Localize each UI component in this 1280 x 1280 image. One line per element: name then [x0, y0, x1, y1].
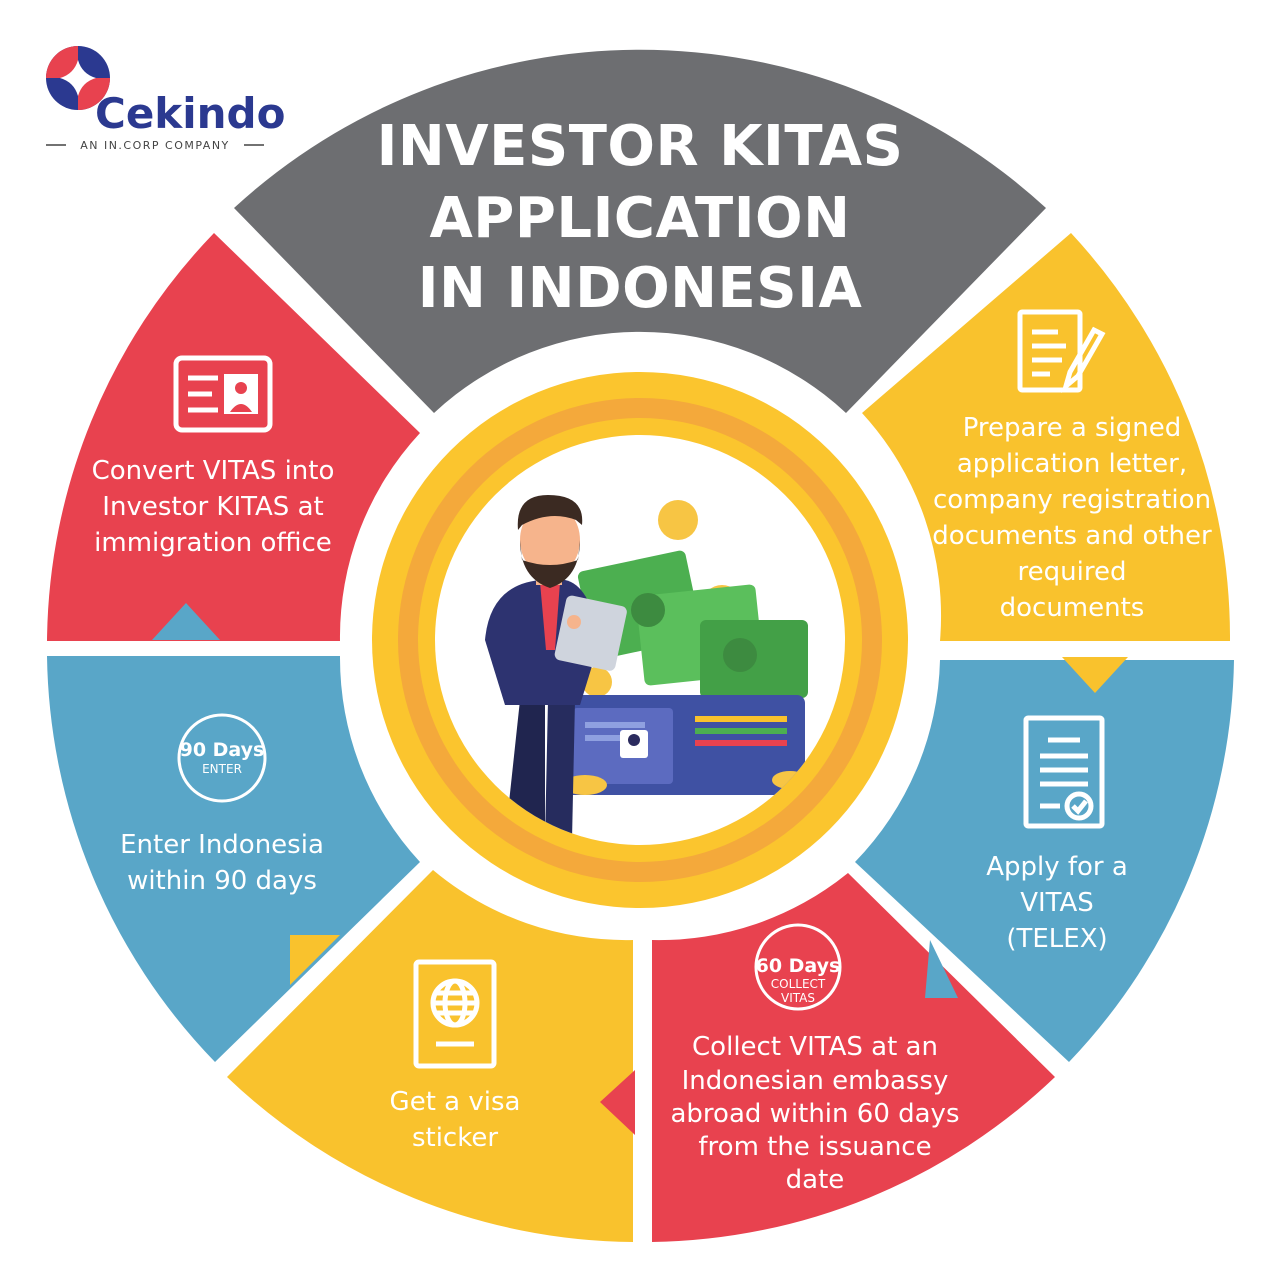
step-1-text: Prepare a signed application letter, com…	[932, 413, 1212, 623]
step-4-sector	[227, 870, 633, 1242]
step-text-line: date	[786, 1165, 845, 1195]
step-5-text: Enter Indonesia within 90 days	[120, 830, 324, 896]
cekindo-logo: Cekindo AN IN.CORP COMPANY	[46, 46, 285, 152]
step-text-line: Get a visa	[390, 1087, 521, 1117]
brand-tagline: AN IN.CORP COMPANY	[80, 139, 230, 152]
step-6-sector	[47, 233, 420, 641]
step-text-line: required	[1018, 557, 1127, 587]
coin-icon	[582, 667, 612, 697]
document-signature-icon	[1017, 309, 1106, 394]
arrow-step2-to-3	[925, 940, 958, 998]
arrow-step5-to-6	[152, 603, 220, 640]
businessman-figure	[485, 495, 627, 840]
step-text-line: VITAS	[1020, 888, 1094, 918]
enter-badge: 90 Days ENTER	[177, 713, 267, 803]
page-title: INVESTOR KITAS APPLICATION IN INDONESIA	[377, 114, 904, 321]
badge-label: VITAS	[781, 991, 815, 1005]
step-1-sector	[862, 233, 1231, 641]
collect-vitas-badge: 60 Days COLLECT VITAS	[754, 923, 842, 1011]
badge-days: 90 Days	[180, 739, 265, 761]
step-text-line: company registration	[933, 485, 1211, 515]
step-text-line: documents	[1000, 593, 1145, 623]
arrow-step3-to-4	[600, 1070, 635, 1135]
title-line-2: APPLICATION	[429, 186, 850, 251]
title-line-3: IN INDONESIA	[418, 256, 863, 321]
step-wheel	[47, 49, 1234, 1242]
id-card-icon	[173, 355, 273, 433]
step-text-line: documents and other	[932, 521, 1212, 551]
approved-form-icon	[1023, 715, 1105, 829]
step-3-text: Collect VITAS at an Indonesian embassy a…	[670, 1032, 959, 1195]
step-text-line: (TELEX)	[1006, 924, 1107, 954]
step-text-line: within 90 days	[127, 866, 317, 896]
title-sector	[234, 49, 1046, 414]
step-text-line: from the issuance	[698, 1132, 931, 1162]
step-6-text: Convert VITAS into Investor KITAS at imm…	[92, 456, 335, 558]
investor-illustration	[485, 495, 808, 840]
step-text-line: Prepare a signed	[963, 413, 1182, 443]
step-text-line: Enter Indonesia	[120, 830, 324, 860]
step-text-line: Convert VITAS into	[92, 456, 335, 486]
step-text-line: abroad within 60 days	[670, 1099, 959, 1129]
step-text-line: sticker	[412, 1123, 498, 1153]
coin-icon	[658, 500, 698, 540]
badge-days: 60 Days	[756, 955, 841, 977]
center-emblem	[372, 372, 908, 908]
step-4-text: Get a visa sticker	[390, 1087, 521, 1153]
brand-name: Cekindo	[95, 89, 285, 138]
title-line-1: INVESTOR KITAS	[377, 114, 904, 179]
tablet-icon	[554, 595, 627, 671]
step-3-sector	[652, 873, 1055, 1242]
step-text-line: immigration office	[94, 528, 332, 558]
step-text-line: Indonesian embassy	[682, 1066, 949, 1096]
step-text-line: Investor KITAS at	[102, 492, 323, 522]
arrow-step4-to-5	[290, 935, 340, 985]
step-2-text: Apply for a VITAS (TELEX)	[986, 852, 1128, 954]
step-5-sector	[47, 656, 420, 1062]
arrow-step1-to-2	[1062, 657, 1128, 693]
step-2-sector	[855, 660, 1234, 1062]
passport-icon	[413, 959, 497, 1069]
badge-label: ENTER	[202, 762, 242, 776]
badge-label: COLLECT	[771, 977, 826, 991]
step-text-line: Collect VITAS at an	[692, 1032, 938, 1062]
step-text-line: Apply for a	[986, 852, 1128, 882]
step-text-line: application letter,	[957, 449, 1187, 479]
